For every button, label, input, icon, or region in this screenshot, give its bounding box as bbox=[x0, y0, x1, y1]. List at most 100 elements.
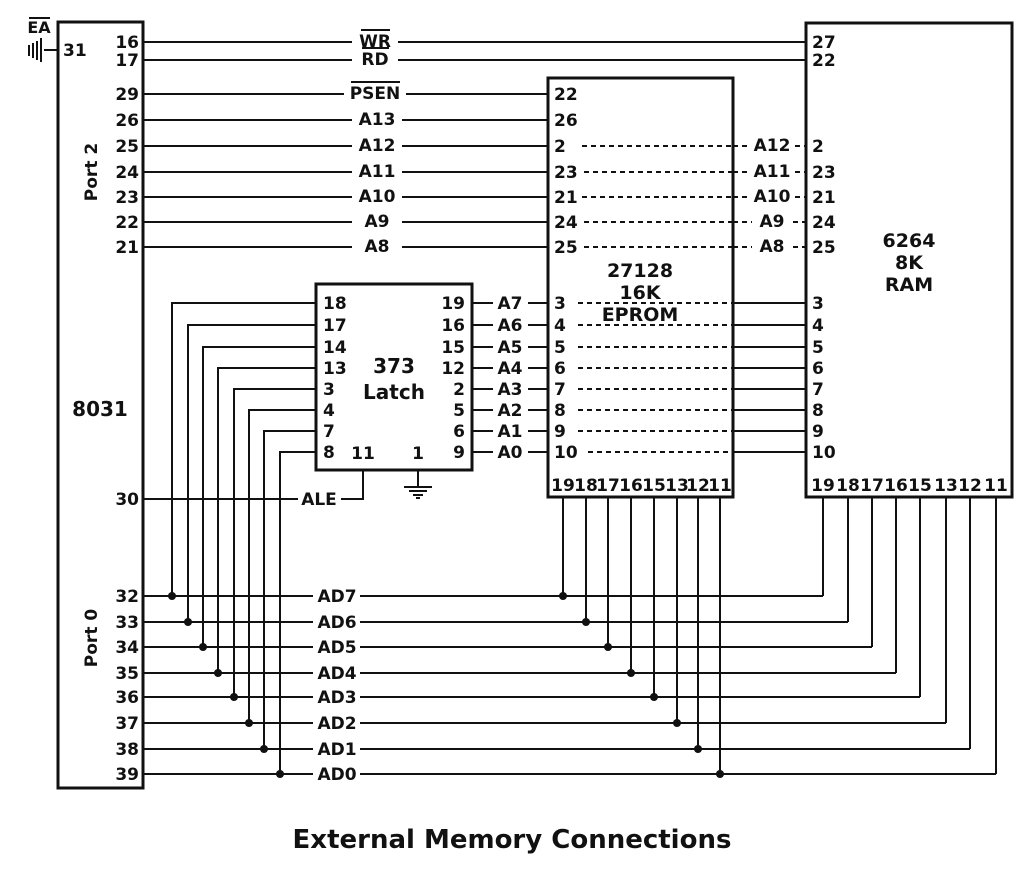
eprom-data-pin-2: 17 bbox=[596, 476, 620, 496]
eprom-pin-21: 21 bbox=[554, 188, 578, 208]
latch-chip-body bbox=[314, 282, 474, 472]
ram-labels: 27 22 2 23 21 24 25 3 4 5 6 7 8 9 10 19 … bbox=[811, 33, 1008, 496]
ad0-signal-label: AD0 bbox=[317, 765, 356, 785]
shared-a11-label: A11 bbox=[754, 162, 791, 182]
ram-pin-9: 9 bbox=[812, 422, 824, 442]
ad3-signal-label: AD3 bbox=[317, 688, 356, 708]
ram-pin-6: 6 bbox=[812, 359, 824, 379]
mcu-port2-pin-1: 17 bbox=[115, 51, 139, 71]
eprom-name-line2: 16K bbox=[619, 282, 661, 304]
mcu-port2-pin-0: 16 bbox=[115, 33, 139, 53]
signal-labels: WR RD PSEN A13 A12 A11 A10 A9 A8 A7 A6 A… bbox=[301, 32, 790, 785]
eprom-data-pin-7: 11 bbox=[708, 476, 732, 496]
latch-output-pin-5: 5 bbox=[453, 401, 465, 421]
latch-output-pin-3: 12 bbox=[441, 359, 465, 379]
mcu-pin-31: 31 bbox=[63, 41, 87, 61]
ram-data-pin-7: 11 bbox=[984, 476, 1008, 496]
mcu-name: 8031 bbox=[72, 397, 128, 421]
eprom-data-pin-6: 12 bbox=[686, 476, 710, 496]
eprom-pin-7: 7 bbox=[554, 380, 566, 400]
ram-name-line1: 6264 bbox=[883, 230, 936, 252]
latch-input-pin-5: 4 bbox=[323, 401, 335, 421]
wire-latch-outputs bbox=[472, 302, 548, 453]
mcu-port2-pin-2: 29 bbox=[115, 85, 139, 105]
a11-signal-label: A11 bbox=[359, 162, 396, 182]
ram-data-pin-2: 17 bbox=[860, 476, 884, 496]
ad4-signal-label: AD4 bbox=[317, 664, 356, 684]
a9-signal-label: A9 bbox=[365, 212, 390, 232]
ram-name-line3: RAM bbox=[885, 274, 933, 296]
ale-signal-label: ALE bbox=[301, 490, 337, 510]
port0-label: Port 0 bbox=[82, 609, 102, 668]
eprom-pin-4: 4 bbox=[554, 316, 566, 336]
shared-a8-label: A8 bbox=[760, 237, 785, 257]
junction-dots bbox=[168, 592, 724, 778]
ram-data-pin-5: 13 bbox=[934, 476, 958, 496]
mcu-port0-pin-0: 32 bbox=[115, 587, 139, 607]
eprom-name-line1: 27128 bbox=[607, 260, 673, 282]
eprom-pin-22: 22 bbox=[554, 85, 578, 105]
a6-signal-label: A6 bbox=[498, 316, 523, 336]
ram-pin-22: 22 bbox=[812, 51, 836, 71]
eprom-data-pin-4: 15 bbox=[642, 476, 666, 496]
wire-ale bbox=[143, 470, 364, 500]
mcu-port2-pin-3: 26 bbox=[115, 111, 139, 131]
eprom-pin-10: 10 bbox=[554, 443, 578, 463]
ram-data-pin-3: 16 bbox=[884, 476, 908, 496]
ram-chip-body bbox=[804, 21, 1014, 499]
ad5-signal-label: AD5 bbox=[317, 638, 356, 658]
latch-input-pin-1: 17 bbox=[323, 316, 347, 336]
ram-pin-5: 5 bbox=[812, 338, 824, 358]
eprom-data-pin-3: 16 bbox=[619, 476, 643, 496]
mcu-labels: EA 31 16 17 29 26 25 24 23 22 21 30 32 3… bbox=[27, 18, 139, 785]
mcu-port0-pin-1: 33 bbox=[115, 613, 139, 633]
ram-pin-21: 21 bbox=[812, 188, 836, 208]
wire-eprom-internal-dashed bbox=[578, 145, 733, 453]
ram-data-pin-1: 18 bbox=[836, 476, 860, 496]
wire-control-and-high-address bbox=[143, 41, 806, 248]
wire-ad-bus bbox=[143, 595, 996, 775]
eprom-pin-8: 8 bbox=[554, 401, 566, 421]
a7-signal-label: A7 bbox=[498, 294, 523, 314]
latch-name-line1: 373 bbox=[373, 354, 415, 378]
shared-a10-label: A10 bbox=[754, 187, 791, 207]
ram-pin-2: 2 bbox=[812, 137, 824, 157]
latch-name-line2: Latch bbox=[363, 380, 425, 404]
mcu-port2-pin-5: 24 bbox=[115, 163, 139, 183]
mcu-port2-pin-8: 21 bbox=[115, 238, 139, 258]
eprom-pin-2: 2 bbox=[554, 137, 566, 157]
wr-signal-label: WR bbox=[359, 32, 391, 52]
mcu-port0-pin-5: 37 bbox=[115, 714, 139, 734]
latch-output-pin-2: 15 bbox=[441, 338, 465, 358]
ram-data-pin-6: 12 bbox=[958, 476, 982, 496]
ram-pin-4: 4 bbox=[812, 316, 824, 336]
ram-pin-25: 25 bbox=[812, 238, 836, 258]
diagram-title: External Memory Connections bbox=[293, 825, 732, 855]
latch-input-pin-7: 8 bbox=[323, 443, 335, 463]
latch-pin-1: 1 bbox=[412, 444, 424, 464]
mcu-pin-30: 30 bbox=[115, 490, 139, 510]
latch-output-pin-4: 2 bbox=[453, 380, 465, 400]
eprom-name-line3: EPROM bbox=[602, 304, 679, 326]
mcu-port0-pin-7: 39 bbox=[115, 765, 139, 785]
ram-pin-23: 23 bbox=[812, 163, 836, 183]
a3-signal-label: A3 bbox=[498, 380, 523, 400]
eprom-pin-23: 23 bbox=[554, 163, 578, 183]
mcu-port0-pin-6: 38 bbox=[115, 740, 139, 760]
ram-pin-7: 7 bbox=[812, 380, 824, 400]
mcu-port2-pin-7: 22 bbox=[115, 213, 139, 233]
eprom-data-pin-1: 18 bbox=[574, 476, 598, 496]
a1-signal-label: A1 bbox=[498, 422, 523, 442]
eprom-pin-5: 5 bbox=[554, 338, 566, 358]
eprom-pin-6: 6 bbox=[554, 359, 566, 379]
a2-signal-label: A2 bbox=[498, 401, 523, 421]
latch-labels: 18 17 14 13 3 4 7 8 19 16 15 12 2 5 6 9 … bbox=[323, 294, 465, 464]
latch-output-pin-6: 6 bbox=[453, 422, 465, 442]
rd-signal-label: RD bbox=[361, 50, 388, 70]
a8-signal-label: A8 bbox=[365, 237, 390, 257]
shared-a9-label: A9 bbox=[760, 212, 785, 232]
eprom-pin-26: 26 bbox=[554, 111, 578, 131]
eprom-pin-25: 25 bbox=[554, 238, 578, 258]
